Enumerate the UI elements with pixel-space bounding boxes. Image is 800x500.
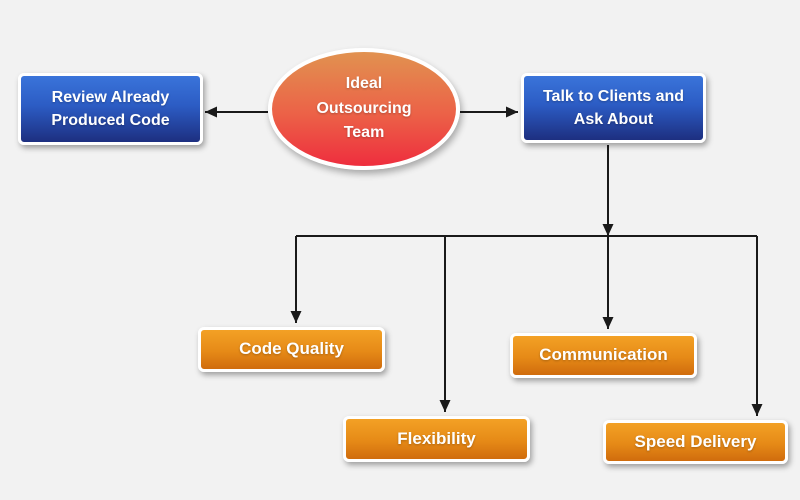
node-label: Code Quality xyxy=(239,339,344,359)
node-label: Ideal Outsourcing Team xyxy=(316,74,412,142)
node-label: Speed Delivery xyxy=(634,431,757,451)
node-ideal-outsourcing-team: Ideal Outsourcing Team xyxy=(268,48,460,170)
node-label: Flexibility xyxy=(397,428,476,448)
node-code-quality: Code Quality xyxy=(198,327,385,372)
node-communication: Communication xyxy=(510,333,697,378)
node-label: Talk to Clients and Ask About xyxy=(542,87,685,128)
node-review-already-produced-code: Review Already Produced Code xyxy=(18,73,203,145)
node-label: Communication xyxy=(539,345,668,365)
node-talk-to-clients-and-ask-about: Talk to Clients and Ask About xyxy=(521,73,706,143)
node-label: Review Already Produced Code xyxy=(51,88,170,129)
node-speed-delivery: Speed Delivery xyxy=(603,420,788,464)
node-flexibility: Flexibility xyxy=(343,416,530,462)
